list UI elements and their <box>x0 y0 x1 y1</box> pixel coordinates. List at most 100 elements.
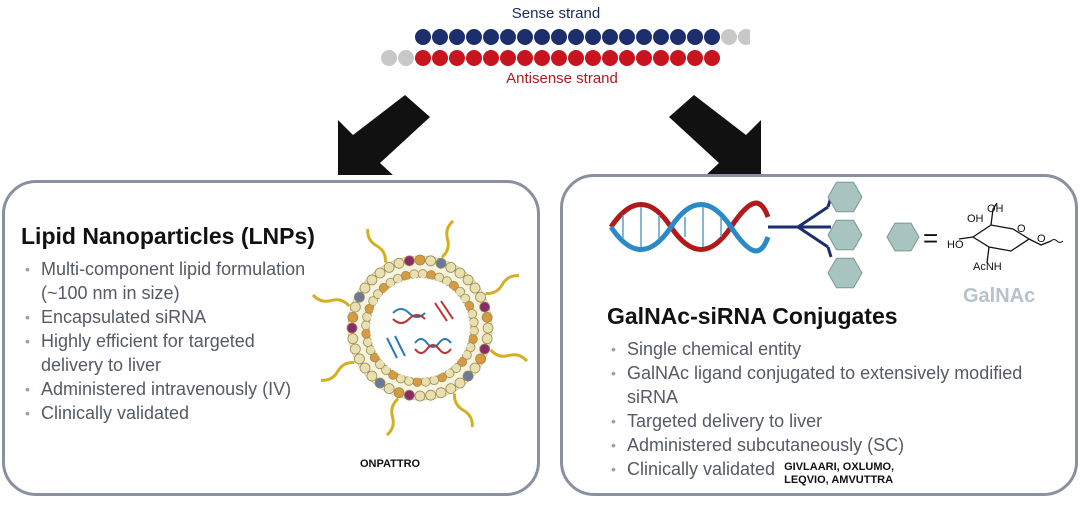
lipid-head <box>468 317 479 328</box>
list-item: Encapsulated siRNA <box>21 305 321 329</box>
sense-nucleotide <box>704 29 720 45</box>
lipid-head <box>403 375 414 386</box>
lipid-head <box>462 274 474 286</box>
lipid-head <box>383 262 395 273</box>
lipid-head <box>454 377 466 389</box>
galnac-hexagons <box>827 181 863 289</box>
list-item: Single chemical entity <box>607 337 1067 361</box>
antisense-nucleotide <box>534 50 550 66</box>
sense-nucleotide <box>619 29 635 45</box>
list-item: Clinically validated GIVLAARI, OXLUMO, L… <box>607 457 1067 487</box>
antisense-strand-label: Antisense strand <box>506 70 618 87</box>
galnac-ligand-label: GalNAc <box>963 285 1036 307</box>
chem-label-o-link: O <box>1037 233 1046 245</box>
lipid-head <box>467 334 478 345</box>
lipid-head <box>457 356 467 367</box>
lipid-head <box>383 383 395 394</box>
lipid-head <box>482 322 494 334</box>
antisense-nucleotide <box>398 50 414 66</box>
list-item: Clinically validated <box>21 401 321 425</box>
lipid-head <box>429 375 439 386</box>
lipid-head <box>426 270 437 281</box>
sense-nucleotide <box>602 29 618 45</box>
lipid-head <box>445 262 457 273</box>
lipid-head <box>346 322 358 334</box>
peg-lipid-tails <box>311 219 529 437</box>
peg-tail <box>485 274 520 296</box>
lipid-head <box>455 286 465 297</box>
lipid-head <box>388 369 399 380</box>
lipid-head <box>467 309 478 319</box>
lipid-head <box>361 320 371 331</box>
lipid-head <box>481 333 493 345</box>
lipid-head <box>359 362 371 374</box>
antisense-nucleotide <box>670 50 686 66</box>
galnac-hexagon <box>827 257 863 289</box>
antisense-nucleotide <box>381 50 397 66</box>
sense-nucleotide <box>551 29 567 45</box>
chem-label-oh: OH <box>967 213 984 225</box>
lipid-head <box>475 353 486 365</box>
galnac-bullet-list: Single chemical entity GalNAc ligand con… <box>607 337 1067 487</box>
lipid-head <box>479 301 491 313</box>
galnac-hexagon <box>827 219 863 251</box>
sense-nucleotide <box>568 29 584 45</box>
sense-nucleotide <box>483 29 499 45</box>
sense-nucleotide <box>432 29 448 45</box>
lipid-head <box>435 387 447 399</box>
list-item: Targeted delivery to liver <box>607 409 1067 433</box>
lipid-head <box>460 293 471 304</box>
list-item: Administered subcutaneously (SC) <box>607 433 1067 457</box>
lipid-head <box>354 353 365 365</box>
sense-nucleotide <box>687 29 703 45</box>
helix-rungs <box>622 207 722 247</box>
galnac-panel: = OH OH HO AcNH O O GalNAc GalNAc-siRNA … <box>560 174 1078 496</box>
lipid-head <box>347 333 359 345</box>
lipid-head <box>445 383 457 394</box>
sense-strand-label: Sense strand <box>511 5 601 22</box>
lipid-head <box>368 296 379 307</box>
chem-label-acnh: AcNH <box>973 261 1002 273</box>
sense-nucleotide <box>534 29 550 45</box>
lipid-head <box>425 389 437 401</box>
lipid-nanoparticle-illustration <box>311 219 529 437</box>
peg-tail <box>440 219 455 259</box>
antisense-nucleotide <box>483 50 499 66</box>
peg-tail <box>489 348 529 363</box>
sense-nucleotide <box>721 29 737 45</box>
lipid-head <box>420 376 431 387</box>
sense-nucleotide <box>653 29 669 45</box>
antisense-nucleotide <box>466 50 482 66</box>
lipid-head <box>362 311 373 322</box>
lipid-head <box>481 311 493 323</box>
lipid-head <box>374 267 386 279</box>
antisense-nucleotide <box>687 50 703 66</box>
peg-tail <box>366 228 388 263</box>
lipid-head <box>409 269 420 280</box>
lipid-head <box>393 257 405 269</box>
lipid-head <box>469 325 479 336</box>
lipid-head <box>349 301 361 313</box>
linker <box>768 205 829 249</box>
lipid-head <box>366 370 378 382</box>
lipid-head <box>385 277 396 288</box>
galnac-structure-icon <box>958 202 1064 264</box>
list-item: Administered intravenously (IV) <box>21 377 321 401</box>
lipid-head <box>393 387 405 399</box>
lipid-head <box>347 311 359 323</box>
sense-nucleotide <box>415 29 431 45</box>
lipid-head <box>374 377 386 389</box>
lipid-head <box>412 377 423 387</box>
list-item: GalNAc ligand conjugated to extensively … <box>607 361 1067 409</box>
galnac-conjugate-illustration <box>608 181 1064 289</box>
lipid-head <box>451 363 462 373</box>
sense-nucleotide <box>585 29 601 45</box>
peg-tail <box>320 360 355 382</box>
products-line-2: LEQVIO, AMVUTTRA <box>784 474 894 486</box>
lipid-head <box>403 255 415 267</box>
antisense-nucleotide <box>500 50 516 66</box>
lipid-head <box>366 274 378 286</box>
lipid-head <box>414 390 426 402</box>
lnp-title: Lipid Nanoparticles (LNPs) <box>21 223 315 249</box>
sirna-duplex <box>381 29 750 66</box>
